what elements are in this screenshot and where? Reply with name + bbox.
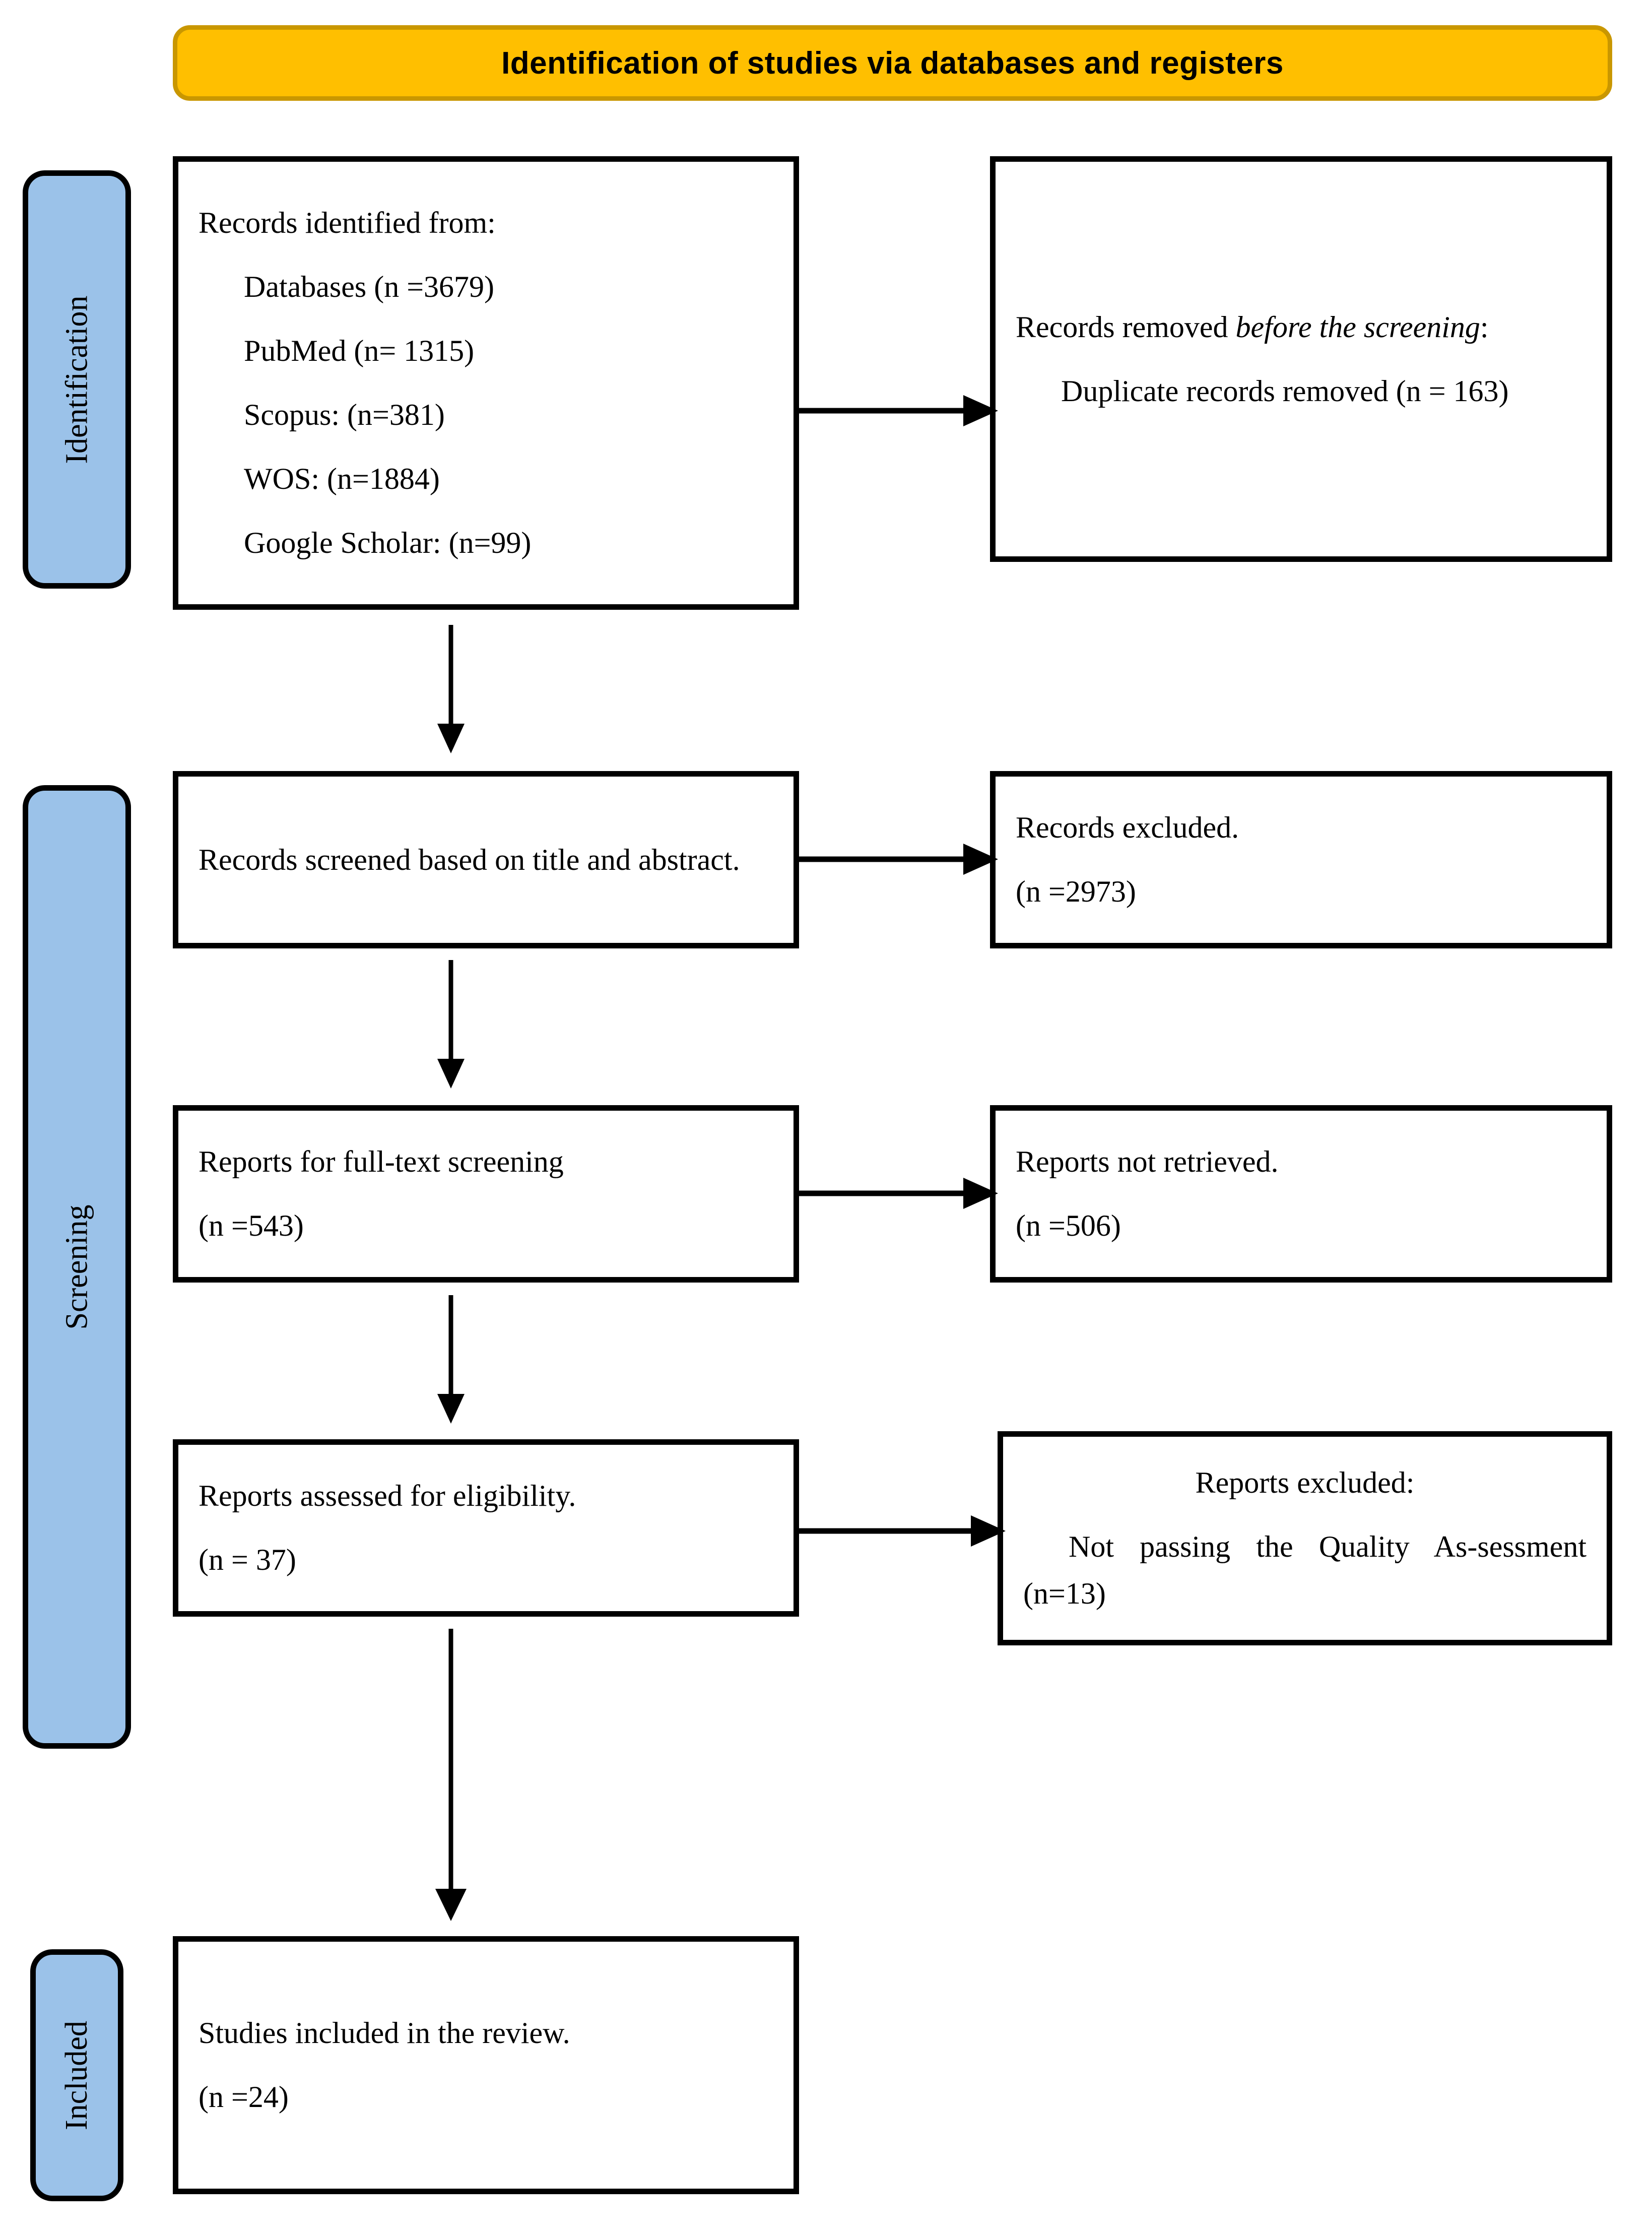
arrow-down-icon — [433, 625, 469, 753]
studies-included-text: Studies included in the review. — [199, 2016, 570, 2050]
records-screened-text: Records screened based on title and abst… — [199, 843, 740, 876]
records-identified-item-databases: Databases (n =3679) — [244, 270, 495, 303]
box-reports-not-retrieved: Reports not retrieved. (n =506) — [990, 1105, 1612, 1283]
reports-excluded-quality-heading: Reports excluded: — [1195, 1466, 1415, 1499]
stage-label-screening-text: Screening — [59, 1204, 94, 1329]
records-removed-detail: Duplicate records removed (n = 163) — [1061, 374, 1509, 408]
records-identified-item-gscholar: Google Scholar: (n=99) — [244, 526, 532, 559]
records-identified-item-pubmed: PubMed (n= 1315) — [244, 334, 475, 367]
arrow-down-icon — [433, 1295, 469, 1424]
stage-label-identification-text: Identification — [59, 295, 94, 464]
reports-eligibility-count: (n = 37) — [199, 1543, 296, 1576]
box-reports-fulltext: Reports for full-text screening (n =543) — [173, 1105, 799, 1283]
reports-not-retrieved-text: Reports not retrieved. — [1016, 1145, 1279, 1178]
stage-label-identification: Identification — [23, 170, 131, 589]
box-records-identified: Records identified from: Databases (n =3… — [173, 156, 799, 610]
box-records-screened: Records screened based on title and abst… — [173, 771, 799, 948]
arrow-down-icon — [433, 960, 469, 1089]
arrow-right-icon — [799, 1171, 998, 1216]
box-records-removed: Records removed before the screening: Du… — [990, 156, 1612, 562]
stage-label-screening: Screening — [23, 785, 131, 1749]
records-removed-heading-lead: Records removed — [1016, 310, 1236, 344]
records-removed-heading: Records removed before the screening: — [1016, 304, 1587, 351]
phase-banner-title: Identification of studies via databases … — [501, 45, 1284, 81]
box-records-excluded: Records excluded. (n =2973) — [990, 771, 1612, 948]
reports-eligibility-text: Reports assessed for eligibility. — [199, 1479, 576, 1512]
studies-included-count: (n =24) — [199, 2080, 289, 2114]
records-identified-heading: Records identified from: — [199, 206, 496, 239]
records-removed-heading-italic: before the screening — [1235, 310, 1480, 344]
records-excluded-count: (n =2973) — [1016, 875, 1136, 908]
records-excluded-text: Records excluded. — [1016, 811, 1239, 844]
arrow-down-icon — [433, 1629, 469, 1921]
box-studies-included: Studies included in the review. (n =24) — [173, 1936, 799, 2194]
reports-excluded-quality-detail: Not passing the Quality As-sessment (n=1… — [1023, 1530, 1587, 1610]
stage-label-included-text: Included — [59, 2020, 94, 2130]
reports-fulltext-count: (n =543) — [199, 1209, 304, 1242]
phase-banner-identification: Identification of studies via databases … — [173, 25, 1612, 101]
records-identified-item-wos: WOS: (n=1884) — [244, 462, 440, 495]
box-reports-excluded-quality: Reports excluded: Not passing the Qualit… — [998, 1431, 1612, 1645]
arrow-right-icon — [799, 837, 998, 882]
reports-not-retrieved-count: (n =506) — [1016, 1209, 1121, 1242]
records-removed-heading-colon: : — [1480, 310, 1489, 344]
reports-fulltext-text: Reports for full-text screening — [199, 1145, 564, 1178]
stage-label-included: Included — [30, 1949, 123, 2201]
arrow-right-icon — [799, 388, 998, 433]
records-identified-item-scopus: Scopus: (n=381) — [244, 398, 445, 431]
box-reports-eligibility: Reports assessed for eligibility. (n = 3… — [173, 1439, 799, 1617]
arrow-right-icon — [799, 1508, 1006, 1554]
